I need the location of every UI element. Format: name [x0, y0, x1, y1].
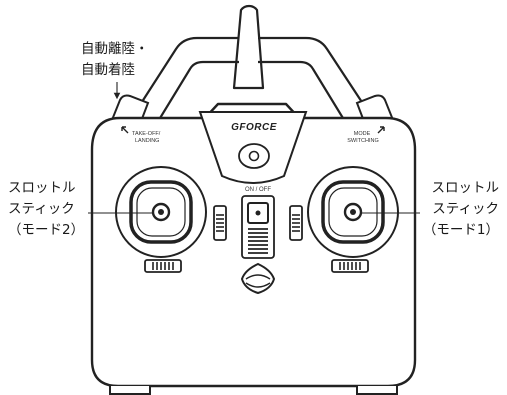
- logo-panel: GFORCE: [198, 111, 308, 184]
- power-label: ON / OFF: [245, 187, 271, 193]
- callout-right-line3: （モード1）: [422, 222, 499, 238]
- trim-vertical-right: [289, 205, 303, 241]
- handle-frame: [128, 36, 376, 129]
- callout-left-line1: スロットル: [8, 180, 76, 196]
- callout-right-line1: スロットル: [431, 180, 500, 196]
- arrow-up-left-icon: [121, 126, 129, 134]
- leader-lines: [88, 82, 420, 214]
- right-stick: [307, 166, 399, 258]
- trim-horizontal-right: [331, 259, 369, 273]
- feet: [109, 386, 398, 395]
- arrow-up-right-icon: [377, 126, 385, 134]
- takeoff-label-line2: LANDING: [135, 138, 159, 144]
- power-switch: ON / OFF: [241, 187, 275, 259]
- shoulder-label-right: MODE SWITCHING: [347, 126, 385, 144]
- callout-left-line2: スティック: [8, 201, 75, 217]
- takeoff-label-line1: TAKE-OFF/: [132, 131, 161, 137]
- center-button: [238, 143, 270, 169]
- trim-vertical-left: [213, 205, 227, 241]
- lower-knob: [240, 262, 276, 295]
- antenna: [232, 4, 265, 90]
- callout-left-line3: （モード2）: [8, 222, 85, 238]
- callout-left-stick: スロットル スティック （モード2）: [8, 178, 84, 241]
- callout-right-line2: スティック: [432, 201, 499, 217]
- trim-horizontal-left: [144, 259, 182, 273]
- brand-logo: GFORCE: [231, 122, 277, 133]
- shoulder-label-left: TAKE-OFF/ LANDING: [121, 126, 161, 144]
- callout-right-stick: スロットル スティック （モード1）: [423, 178, 499, 241]
- callout-takeoff-line2: 自動着陸: [81, 62, 135, 78]
- mode-label-line2: SWITCHING: [347, 138, 378, 144]
- callout-takeoff-landing: 自動離陸・ 自動着陸: [81, 39, 149, 81]
- mode-label-line1: MODE: [354, 131, 371, 137]
- left-stick: [115, 166, 207, 258]
- callout-takeoff-line1: 自動離陸・: [81, 41, 149, 57]
